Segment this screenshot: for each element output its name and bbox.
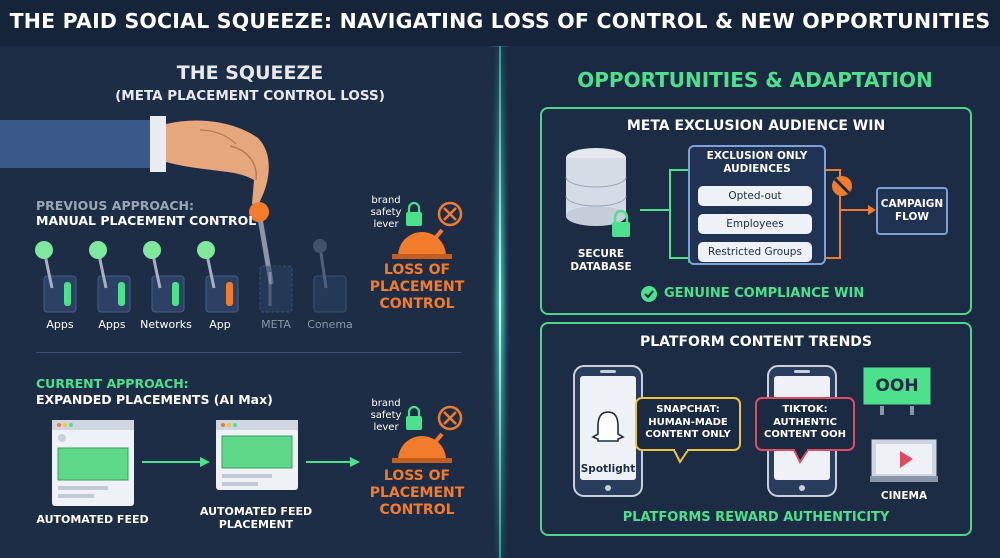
- lever-row: [35, 239, 347, 313]
- audience-employees: Employees: [698, 214, 812, 234]
- squeeze-heading: THE SQUEEZE: [176, 62, 324, 84]
- audience-restricted: Restricted Groups: [698, 242, 812, 262]
- tiktok-bubble: [755, 397, 855, 464]
- secure-database-label: SECURE DATABASE: [570, 248, 632, 273]
- trends-title: PLATFORM CONTENT TRENDS: [640, 334, 872, 350]
- automated-feed-placement-label: AUTOMATED FEED PLACEMENT: [199, 505, 313, 531]
- exclusion-title: META EXCLUSION AUDIENCE WIN: [626, 118, 886, 134]
- automated-feed-flow: [52, 420, 360, 506]
- ghost-icon: [591, 411, 625, 442]
- page-title: THE PAID SOCIAL SQUEEZE: NAVIGATING LOSS…: [9, 9, 991, 33]
- lever-label-networks: Networks: [140, 318, 192, 331]
- ooh-billboard-icon: [860, 364, 934, 415]
- campaign-flow-label: CAMPAIGN FLOW: [880, 198, 944, 223]
- feed-window-2: [216, 420, 298, 490]
- loss-of-control-2: LOSS OF PLACEMENT CONTROL: [369, 468, 465, 518]
- secure-database-icon: [565, 148, 630, 237]
- authenticity-footer: PLATFORMS REWARD AUTHENTICITY: [622, 510, 890, 525]
- spotlight-label: Spotlight: [580, 463, 636, 475]
- audience-opted-out: Opted-out Consumers: [698, 186, 812, 222]
- lever-conema: [313, 239, 347, 313]
- compliance-win-label: GENUINE COMPLIANCE WIN: [664, 286, 865, 301]
- snapchat-bubble: [635, 397, 741, 464]
- lever-apps-1: [35, 241, 77, 313]
- cinema-label: CINEMA: [880, 490, 928, 502]
- manual-placement-label: MANUAL PLACEMENT CONTROL: [36, 213, 257, 228]
- brand-safety-lever-label-1: brand safety lever: [370, 195, 402, 230]
- brand-safety-lever-2: [392, 405, 463, 463]
- lever-label-app: App: [209, 318, 231, 331]
- exclusion-audiences-title: EXCLUSION ONLY AUDIENCES: [706, 150, 808, 175]
- hand-illustration: [0, 116, 269, 206]
- arrow-2: [306, 457, 360, 467]
- brand-safety-lever-1: [392, 201, 463, 259]
- expanded-placements-label: EXPANDED PLACEMENTS (AI Max): [36, 392, 273, 407]
- phone-snapchat: [573, 365, 643, 497]
- lever-meta: [259, 265, 293, 313]
- previous-approach-label: PREVIOUS APPROACH:: [36, 198, 195, 213]
- lever-label-apps-2: Apps: [98, 318, 126, 331]
- feed-window-1: [52, 420, 134, 506]
- lever-networks: [143, 241, 185, 313]
- lever-label-conema: Conema: [307, 318, 353, 331]
- tiktok-label: TIKTOK: AUTHENTIC CONTENT OOH: [764, 404, 846, 440]
- divider-line: [499, 46, 501, 558]
- snapchat-label: SNAPCHAT: HUMAN-MADE CONTENT ONLY: [645, 404, 731, 440]
- arrow-1: [142, 457, 210, 467]
- check-circle-icon: [641, 286, 657, 302]
- cinema-icon: [868, 436, 940, 484]
- opportunities-heading: OPPORTUNITIES & ADAPTATION: [577, 68, 933, 92]
- lock-icon: [406, 405, 422, 430]
- lever-label-meta: META: [261, 318, 291, 331]
- campaign-flow-box: [876, 187, 948, 235]
- current-approach-label: CURRENT APPROACH:: [36, 376, 189, 391]
- x-circle-icon: [437, 405, 463, 431]
- lock-icon: [406, 201, 422, 226]
- block-icon: [832, 176, 852, 196]
- loss-of-control-1: LOSS OF PLACEMENT CONTROL: [369, 262, 465, 312]
- ooh-label: OOH: [875, 376, 919, 396]
- section-divider: [36, 352, 461, 353]
- x-circle-icon: [437, 201, 463, 227]
- lever-apps-2: [89, 241, 131, 313]
- lever-app: [197, 241, 239, 313]
- automated-feed-label: AUTOMATED FEED: [36, 513, 149, 526]
- lever-label-apps-1: Apps: [46, 318, 74, 331]
- squeeze-subheading: (META PLACEMENT CONTROL LOSS): [115, 88, 385, 104]
- brand-safety-lever-label-2: brand safety lever: [370, 398, 402, 433]
